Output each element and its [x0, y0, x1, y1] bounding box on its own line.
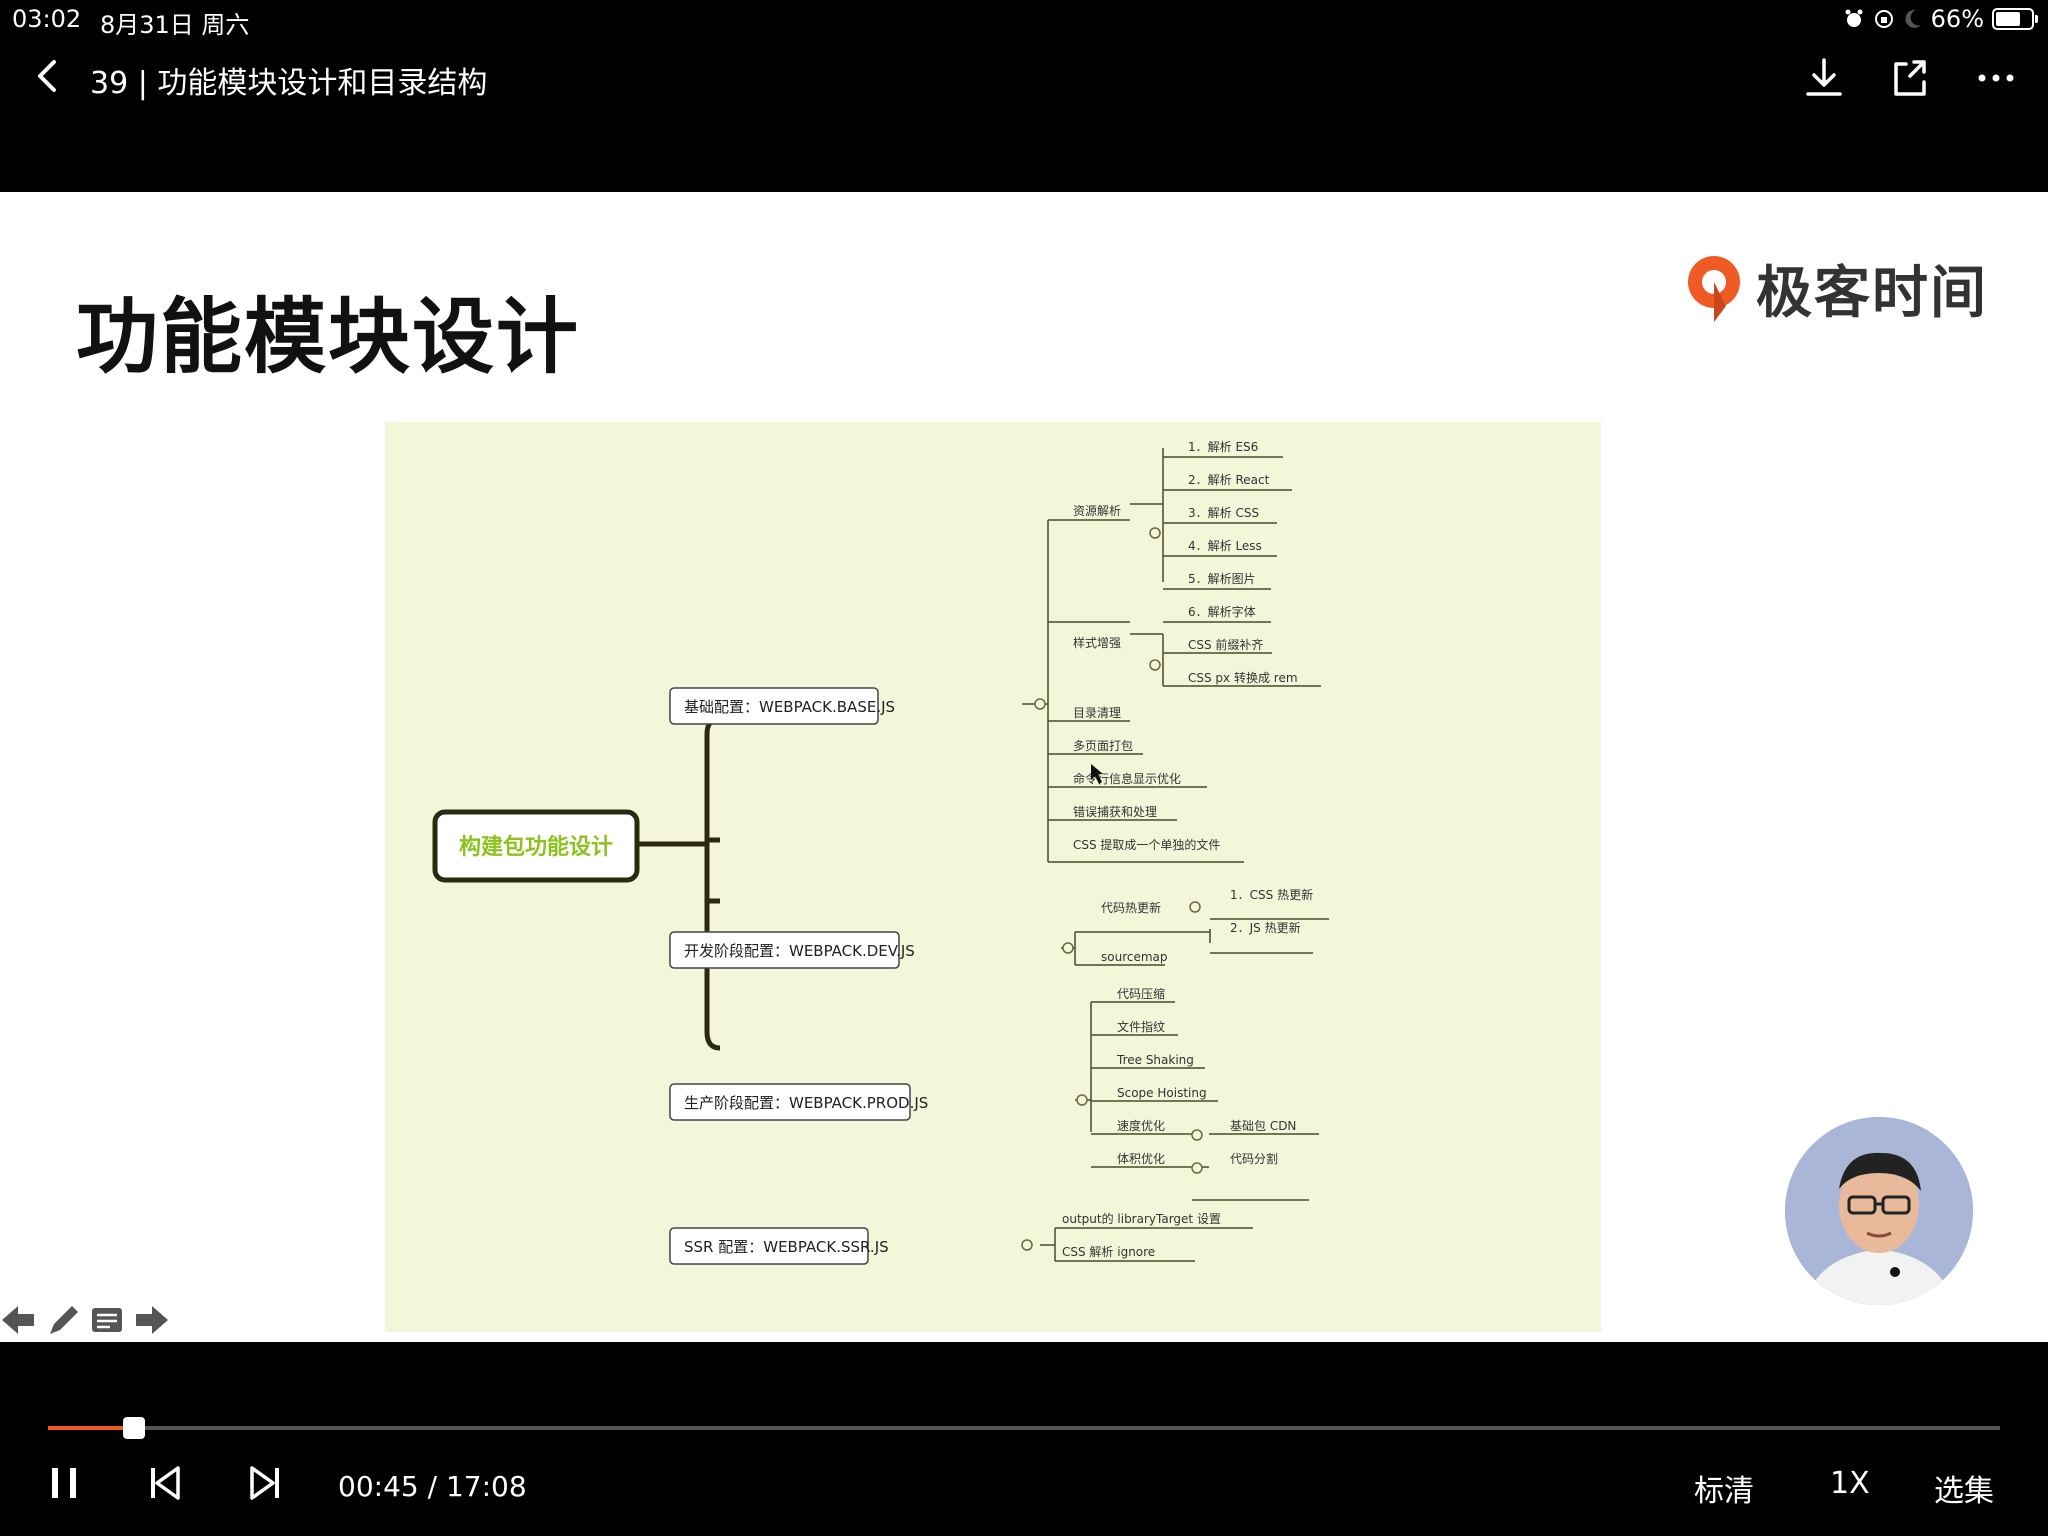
notes-icon[interactable] [88, 1302, 126, 1338]
resource-item: 5．解析图片 [1188, 572, 1256, 586]
rotation-lock-icon [1873, 8, 1895, 30]
duration: 17:08 [446, 1470, 527, 1503]
slide-next-icon[interactable] [132, 1302, 170, 1338]
download-icon[interactable] [1800, 54, 1848, 102]
ssr-item: output的 libraryTarget 设置 [1062, 1211, 1221, 1226]
size-item: 代码分割 [1230, 1151, 1278, 1166]
speed-item: 基础包 CDN [1230, 1119, 1296, 1133]
hmr-item: 2．JS 热更新 [1230, 920, 1301, 935]
video-nav-bar: 39 | 功能模块设计和目录结构 [0, 40, 2048, 118]
status-bar: 03:02 8月31日 周六 66% [0, 0, 2048, 40]
style-enhance-label: 样式增强 [1073, 635, 1121, 650]
prod-config-label: 生产阶段配置：WEBPACK.PROD.JS [684, 1094, 928, 1112]
sourcemap-label: sourcemap [1101, 950, 1168, 964]
resource-item: 2．解析 React [1188, 473, 1270, 487]
alarm-icon [1843, 8, 1865, 30]
prod-item: 代码压缩 [1117, 986, 1165, 1001]
resource-item: 3．解析 CSS [1188, 506, 1259, 520]
prod-item: Scope Hoisting [1117, 1086, 1207, 1100]
slide-heading: 功能模块设计 [76, 270, 580, 389]
episodes-button[interactable]: 选集 [1934, 1466, 1994, 1510]
slide-prev-icon[interactable] [0, 1302, 38, 1338]
playback-time: 00:45 / 17:08 [338, 1470, 527, 1503]
time-separator: / [428, 1470, 437, 1503]
mindmap-svg: 构建包功能设计 基础配置：WEBPACK.BASE.JS 开发阶段配置：WEBP… [385, 422, 1601, 1332]
speed-label: 速度优化 [1117, 1118, 1165, 1133]
slide-tools [0, 1302, 170, 1338]
geektime-logo-text: 极客时间 [1756, 248, 1988, 329]
base-other-item: CSS 提取成一个单独的文件 [1073, 837, 1220, 852]
geektime-logo-icon [1682, 252, 1746, 324]
base-other-item: 多页面打包 [1073, 739, 1133, 753]
status-date: 8月31日 周六 [100, 5, 249, 40]
resource-item: 1．解析 ES6 [1188, 440, 1258, 454]
hmr-label: 代码热更新 [1101, 900, 1161, 915]
battery-icon [1992, 8, 2034, 30]
previous-icon[interactable] [148, 1464, 182, 1502]
progress-thumb[interactable] [123, 1417, 145, 1439]
quality-button[interactable]: 标清 [1694, 1466, 1754, 1510]
back-icon[interactable] [28, 56, 68, 96]
status-time: 03:02 [12, 5, 81, 33]
resource-item: 6．解析字体 [1188, 604, 1256, 619]
prod-item: 文件指纹 [1117, 1019, 1165, 1034]
video-title: 39 | 功能模块设计和目录结构 [90, 58, 487, 102]
ssr-item: CSS 解析 ignore [1062, 1245, 1155, 1259]
ssr-config-label: SSR 配置：WEBPACK.SSR.JS [684, 1238, 889, 1256]
mindmap-diagram: 构建包功能设计 基础配置：WEBPACK.BASE.JS 开发阶段配置：WEBP… [385, 422, 1601, 1332]
presenter-avatar [1785, 1117, 1973, 1305]
size-label: 体积优化 [1117, 1152, 1165, 1166]
status-indicators: 66% [1843, 5, 2034, 33]
progress-played [48, 1426, 134, 1430]
speed-button[interactable]: 1X [1830, 1466, 1870, 1501]
battery-percentage: 66% [1931, 5, 1984, 33]
pause-icon[interactable] [48, 1464, 80, 1502]
moon-icon [1903, 8, 1923, 30]
base-other-item: 目录清理 [1073, 706, 1121, 720]
geektime-logo: 极客时间 [1682, 248, 1988, 328]
style-item: CSS 前缀补齐 [1188, 637, 1263, 652]
presenter-figure [1785, 1117, 1973, 1305]
pen-icon[interactable] [44, 1302, 82, 1338]
player-controls: 00:45 / 17:08 标清 1X 选集 [0, 1342, 2048, 1536]
base-other-item: 错误捕获和处理 [1073, 804, 1157, 819]
hmr-item: 1．CSS 热更新 [1230, 887, 1313, 902]
share-icon[interactable] [1886, 54, 1934, 102]
dev-config-label: 开发阶段配置：WEBPACK.DEV.JS [684, 942, 915, 960]
style-item: CSS px 转换成 rem [1188, 670, 1298, 685]
more-icon[interactable] [1972, 54, 2020, 102]
next-icon[interactable] [248, 1464, 282, 1502]
resource-parse-label: 资源解析 [1073, 504, 1121, 518]
current-time: 00:45 [338, 1470, 419, 1503]
base-config-label: 基础配置：WEBPACK.BASE.JS [684, 698, 895, 716]
resource-item: 4．解析 Less [1188, 539, 1262, 553]
mindmap-root-label: 构建包功能设计 [459, 834, 613, 860]
progress-bar[interactable] [48, 1426, 2000, 1430]
video-frame-slide[interactable]: 功能模块设计 极客时间 [0, 192, 2048, 1342]
base-other-item: 命令行信息显示优化 [1073, 771, 1181, 786]
prod-item: Tree Shaking [1116, 1053, 1194, 1067]
